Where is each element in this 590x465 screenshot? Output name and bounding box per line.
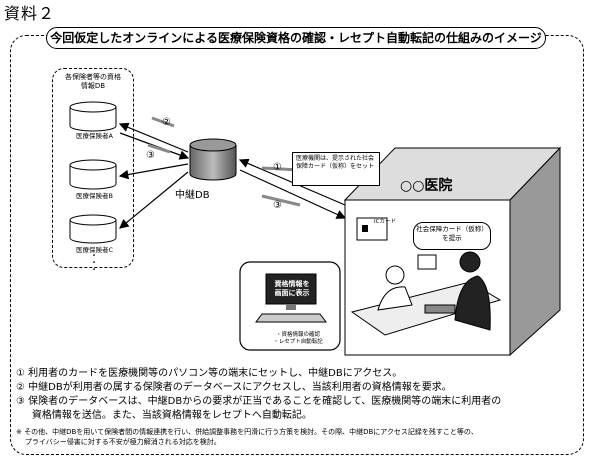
document-label: 資料２ (4, 4, 56, 23)
ic-chip (362, 225, 368, 232)
insurer-db-group-title: 各保険者等の資格情報DB (65, 73, 121, 90)
arrow-number-1: ① (273, 162, 282, 173)
insurer-db-a-cylinder (69, 101, 117, 132)
ic-card-reader (356, 217, 388, 241)
insurer-label-c: 医療保険者C (76, 246, 114, 254)
arrow-relay-to-insurer-c (119, 171, 189, 229)
insurer-db-c-cylinder (69, 214, 117, 244)
arrow-relay-to-clinic (239, 169, 347, 219)
relay-db-cylinder (189, 138, 237, 181)
step-1: ① 利用者のカードを医療機関等のパソコン等の端末にセットし、中継DBにアクセス。 (16, 368, 403, 379)
arrow-relay-to-insurer-a (118, 122, 189, 153)
diagram-title: 今回仮定したオンラインによる医療保険資格の確認・レセプト自動転記の仕組みのイメー… (46, 27, 546, 49)
arrow-number-3-left: ③ (146, 150, 155, 161)
hatched-arrow-2 (151, 116, 175, 128)
step-3-continued: 資格情報を送信。また、当該資格情報をレセプトへ自動転記。 (16, 410, 312, 421)
arrow-number-3-right: ③ (273, 200, 282, 211)
patient-head (459, 251, 481, 273)
insurer-db-group (52, 68, 134, 268)
card-tray (424, 304, 456, 314)
footnote-line-1: ※ その他、中継DBを用いて保険者間の情報連携を行い、併給調整事務を円滑に行う方… (16, 428, 478, 436)
clinic-callout: 医療機関は、提示された社会保障カード（仮称）をセット (292, 152, 380, 186)
hospital-name: ○○医院 (400, 178, 453, 194)
insurer-label-b: 医療保険者B (76, 192, 113, 200)
hatched-arrow-3b (261, 194, 301, 207)
insurer-ellipsis: ・ ・ ・ (90, 251, 98, 274)
hatched-arrow-3 (147, 143, 171, 154)
insurer-db-b-cylinder (69, 159, 117, 190)
wall-picture (417, 254, 437, 270)
step-2: ② 中継DBが利用者の属する保険者のデータベースにアクセスし、当該利用者の資格情… (16, 382, 452, 393)
footnote-line-2: プライバシー侵害に対する不安が極力解消される対応を検討。 (16, 438, 221, 446)
pc-inset (239, 261, 341, 351)
patient-callout: 社会保障カード（仮称）を提示 (413, 222, 491, 250)
footnote: ※ その他、中継DBを用いて保険者間の情報連携を行い、併給調整事務を円滑に行う方… (16, 427, 478, 447)
insurer-label-a: 医療保険者A (76, 132, 113, 140)
reception-scene (350, 251, 502, 336)
pc-caption: ・資格情報の確認 ・レセプト自動転記 (273, 332, 323, 345)
clerk-body (377, 286, 413, 311)
patient-body (454, 275, 491, 331)
pc-screen-text: 資格情報を画面に表示 (274, 280, 310, 297)
ic-card-label: ICカード (374, 219, 396, 225)
step-3: ③ 保険者のデータベースは、中継DBからの要求が正当であることを確認して、医療機… (16, 396, 502, 407)
clerk-head (385, 265, 405, 285)
relay-db-label: 中継DB (175, 190, 210, 201)
arrow-relay-to-insurer-b (118, 163, 189, 180)
arrow-number-2: ② (162, 117, 171, 128)
